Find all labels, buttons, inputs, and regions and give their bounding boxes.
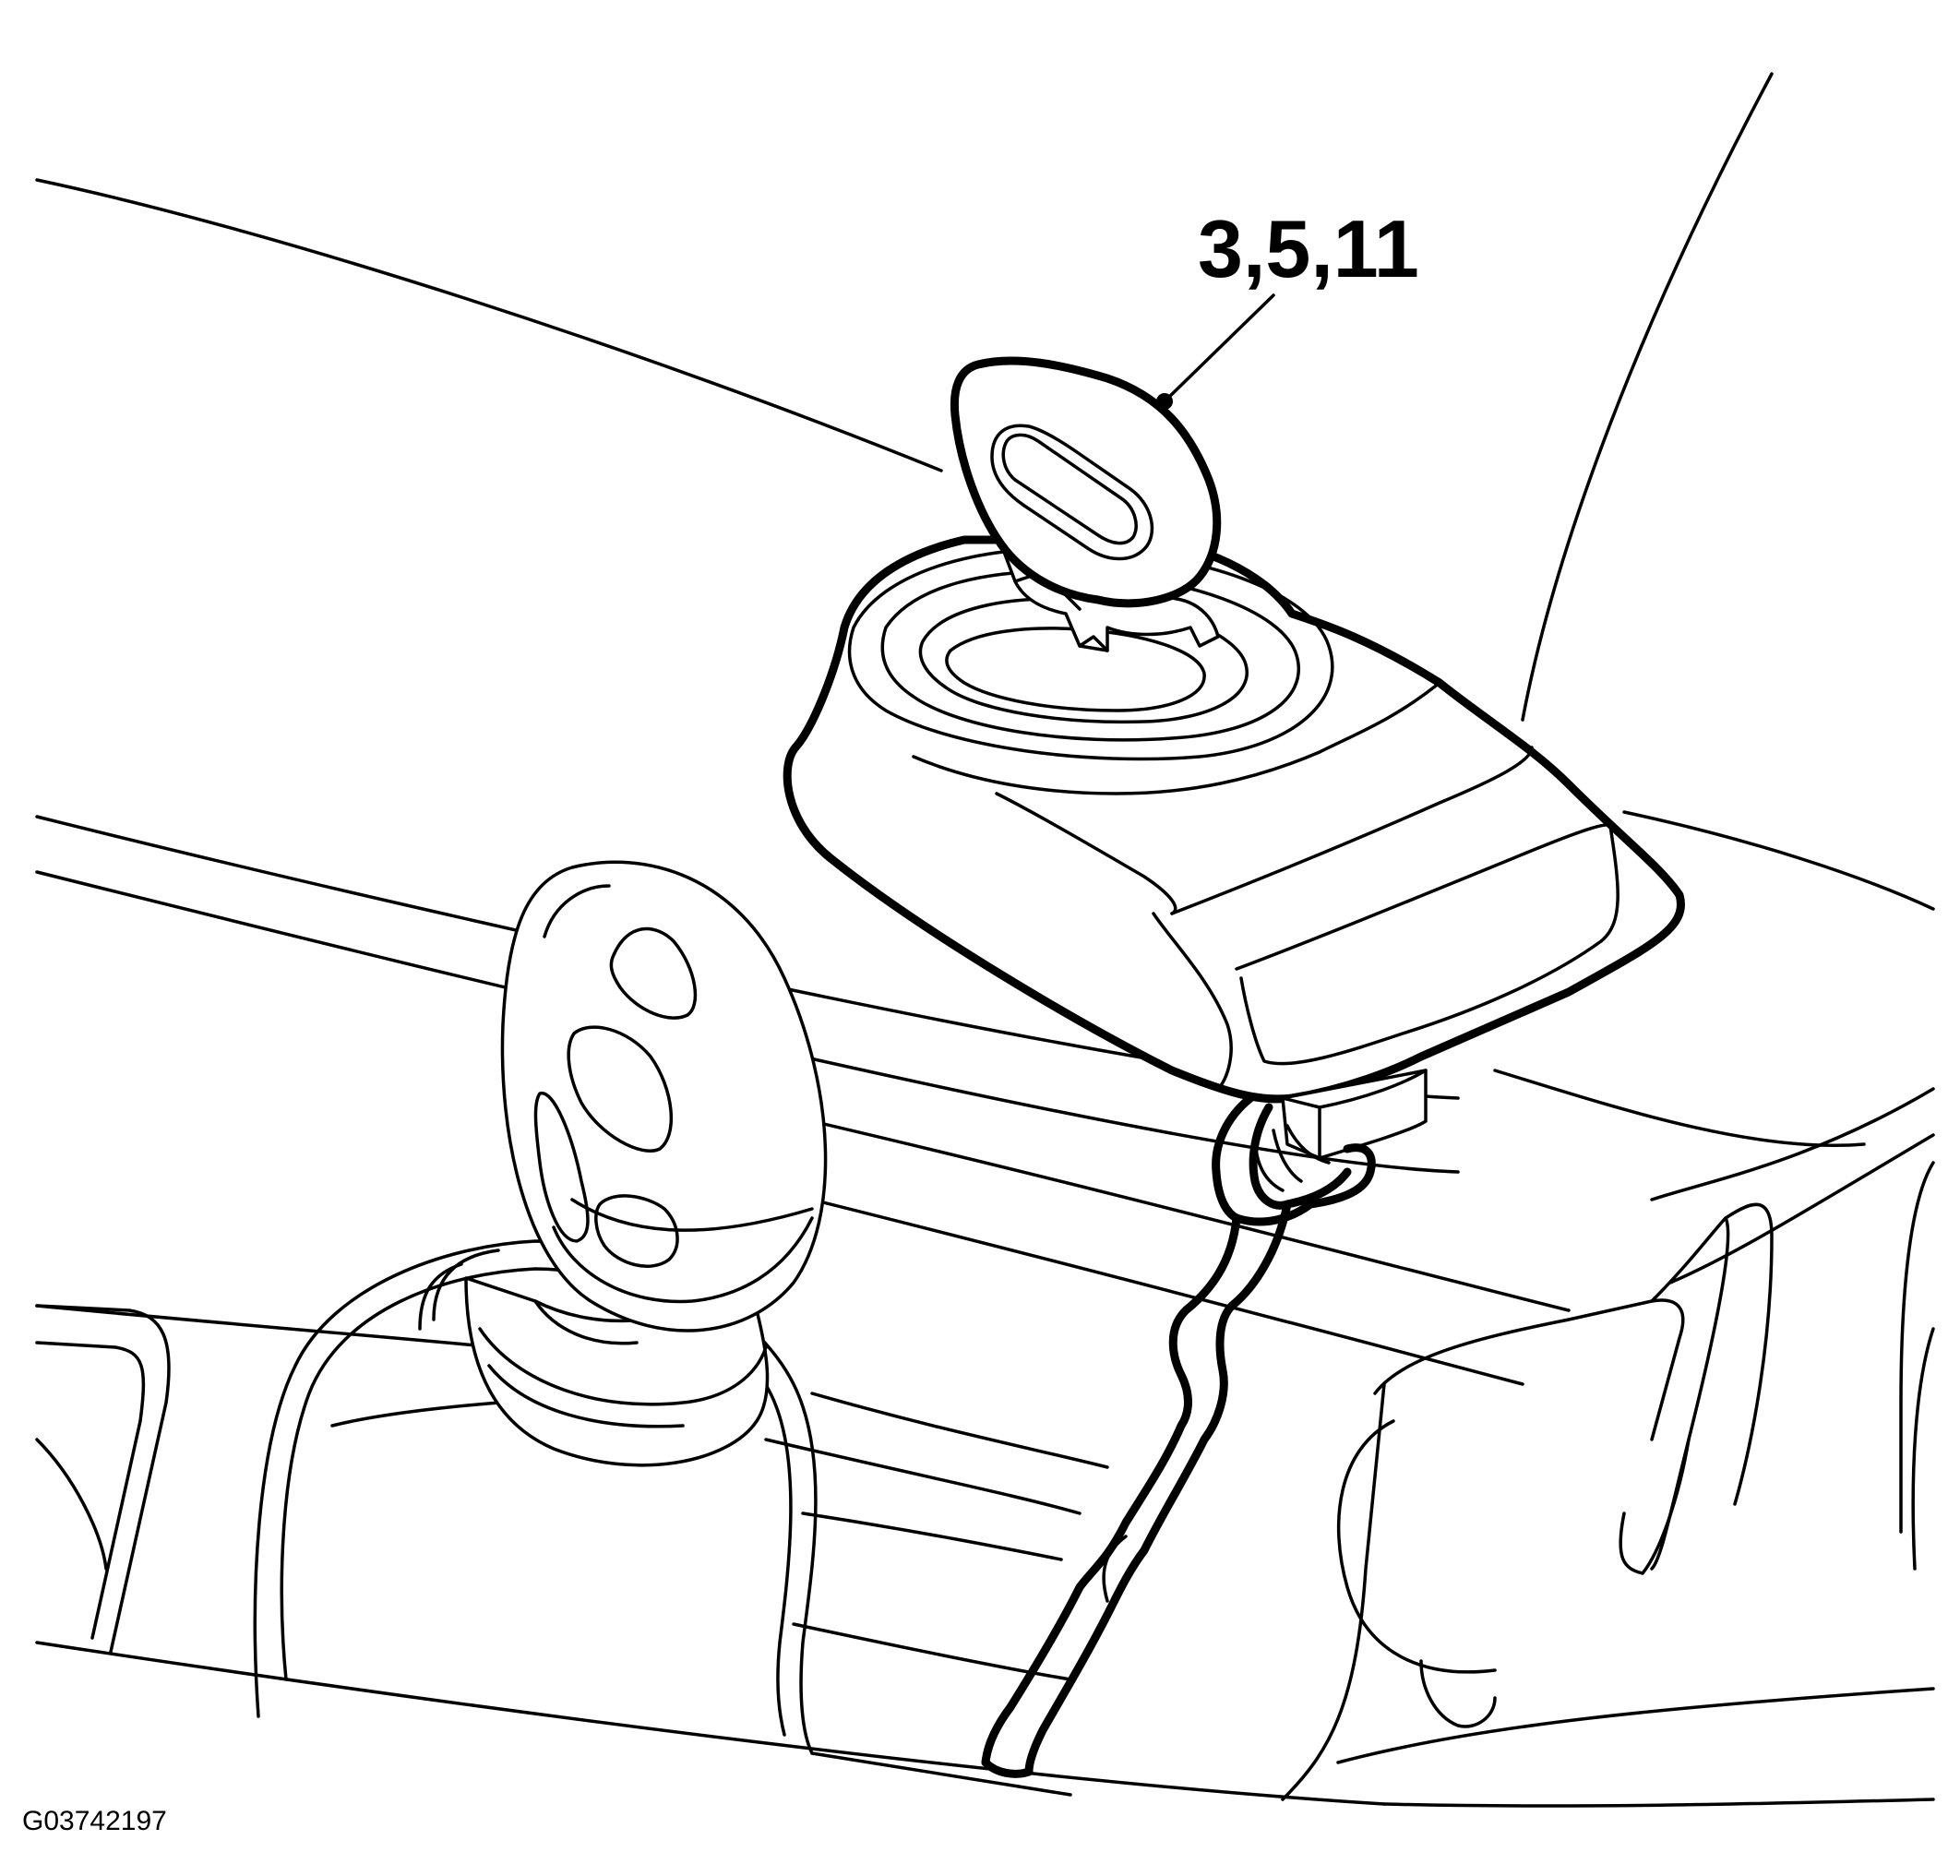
callout-leader [1156, 293, 1275, 410]
figure-id: G03742197 [22, 1806, 167, 1836]
wiring-harness [981, 1093, 1376, 1778]
ignition-switch-housing [783, 535, 1685, 1160]
center-console [35, 1161, 1935, 1808]
callout-label: 3,5,11 [1198, 203, 1419, 294]
ignition-key [950, 356, 1222, 652]
shift-knob [418, 860, 828, 1467]
callout-dot [1156, 393, 1173, 410]
